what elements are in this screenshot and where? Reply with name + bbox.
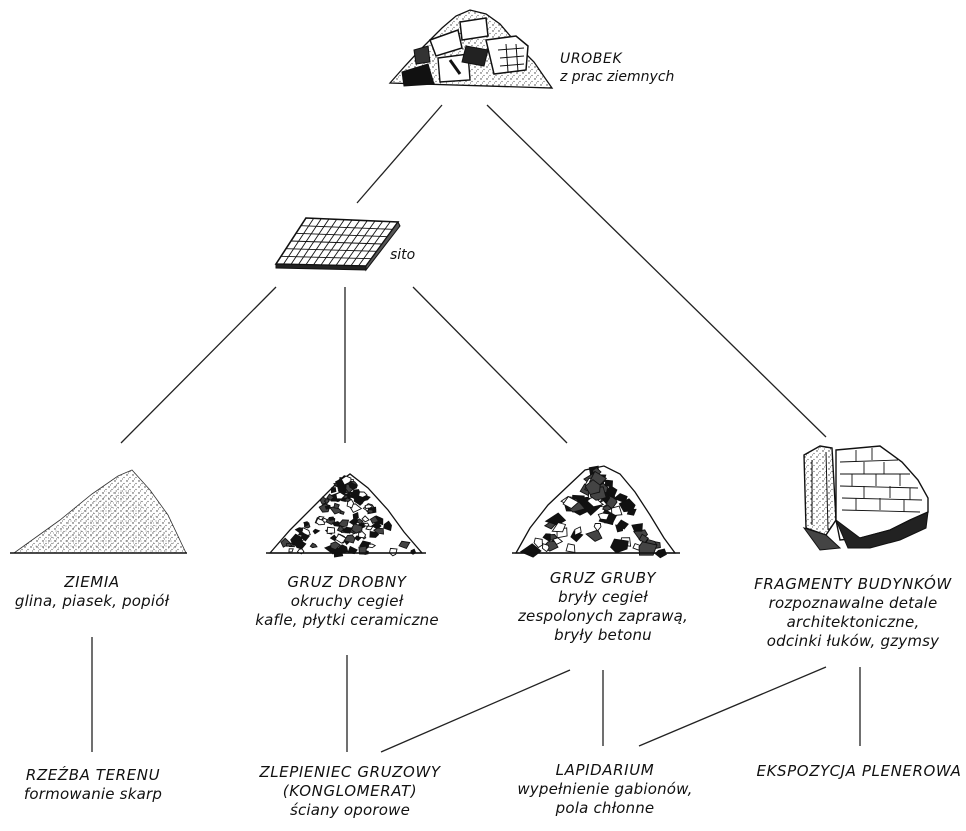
soil-heap-illustration (10, 469, 187, 554)
category-ziemia: ZIEMIA glina, piasek, popiół (15, 573, 169, 611)
line-gruby-zlepieniec (380, 669, 571, 753)
category-fragmenty: FRAGMENTY BUDYNKÓW rozpoznawalne detale … (754, 575, 952, 651)
use-zlepieniec-line: (KONGLOMERAT) (282, 782, 418, 800)
use-rzezba: RZEŹBA TERENU formowanie skarp (24, 766, 162, 804)
category-fragmenty-line: architektoniczne, (786, 613, 920, 631)
line-fragmenty-lapidarium (638, 666, 827, 747)
sieve-label: sito (390, 247, 416, 263)
node-urobek-label: UROBEK z prac ziemnych (560, 50, 674, 86)
category-ziemia-title: ZIEMIA (64, 573, 120, 591)
category-gruz-gruby-line: bryły cegieł (558, 588, 648, 606)
sieve-illustration (274, 217, 401, 272)
category-gruz-gruby-line: bryły betonu (554, 626, 652, 644)
category-fragmenty-line: rozpoznawalne detale (768, 594, 938, 612)
node-urobek-title: UROBEK (560, 51, 623, 67)
use-zlepieniec-line: ściany oporowe (289, 801, 411, 819)
category-fragmenty-title: FRAGMENTY BUDYNKÓW (754, 575, 952, 593)
category-gruz-drobny: GRUZ DROBNY okruchy cegieł kafle, płytki… (255, 573, 439, 630)
category-fragmenty-line: odcinki łuków, gzymsy (766, 632, 940, 650)
category-gruz-drobny-line: kafle, płytki ceramiczne (255, 611, 439, 629)
line-sito-gruz-gruby (412, 286, 568, 444)
category-gruz-gruby: GRUZ GRUBY bryły cegieł zespolonych zapr… (518, 569, 688, 645)
use-ekspozycja-title: EKSPOZYCJA PLENEROWA (756, 762, 962, 780)
use-lapidarium: LAPIDARIUM wypełnienie gabionów, pola ch… (517, 761, 692, 818)
use-lapidarium-title: LAPIDARIUM (555, 761, 655, 779)
category-gruz-drobny-line: okruchy cegieł (290, 592, 404, 610)
use-lapidarium-line: pola chłonne (555, 799, 655, 817)
connector-lines (91, 104, 861, 753)
category-gruz-gruby-title: GRUZ GRUBY (549, 569, 657, 587)
line-urobek-sito (356, 104, 443, 204)
node-urobek-subtitle: z prac ziemnych (560, 69, 675, 85)
use-zlepieniec: ZLEPIENIEC GRUZOWY (KONGLOMERAT) ściany … (259, 763, 440, 820)
rubble-heap-illustration (388, 9, 554, 89)
category-gruz-gruby-line: zespolonych zaprawą, (517, 607, 689, 625)
use-rzezba-title: RZEŹBA TERENU (25, 766, 161, 784)
category-ziemia-line: glina, piasek, popiół (14, 592, 170, 610)
building-fragment-illustration (802, 445, 929, 551)
line-sito-ziemia (120, 286, 277, 444)
use-lapidarium-line: wypełnienie gabionów, (517, 780, 693, 798)
use-ekspozycja: EKSPOZYCJA PLENEROWA (757, 762, 962, 781)
category-gruz-drobny-title: GRUZ DROBNY (287, 573, 407, 591)
use-zlepieniec-title: ZLEPIENIEC GRUZOWY (259, 763, 441, 781)
line-urobek-fragmenty (486, 104, 827, 438)
use-rzezba-line: formowanie skarp (23, 785, 163, 803)
coarse-rubble-heap-illustration (512, 465, 680, 559)
fine-rubble-heap-illustration (266, 473, 426, 558)
